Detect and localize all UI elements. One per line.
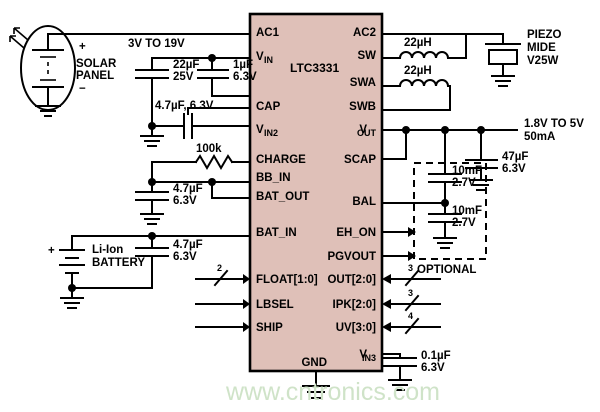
output-arrow-pgvout bbox=[381, 251, 416, 261]
pin-label-bat-in: BAT_IN bbox=[256, 227, 297, 239]
inductor-2-value: 22µH bbox=[404, 65, 432, 77]
cap-22uf-rating: 25V bbox=[173, 71, 194, 83]
svg-text:V: V bbox=[359, 349, 367, 361]
piezo-symbol bbox=[485, 43, 521, 87]
solar-panel-symbol bbox=[9, 25, 76, 117]
cap-batin-value: 4.7µF bbox=[173, 239, 203, 251]
battery-plus: + bbox=[48, 245, 55, 257]
pin-label-sw: SW bbox=[357, 50, 376, 62]
pin-label-swb: SWB bbox=[349, 101, 376, 113]
pin-label-lbsel: LBSEL bbox=[256, 299, 294, 311]
cap-out-value: 47µF bbox=[502, 151, 528, 163]
cap-1uf-value: 1µF bbox=[233, 59, 253, 71]
ground-symbol-ic bbox=[302, 370, 330, 399]
pin-label-out: OUT[2:0] bbox=[327, 274, 376, 286]
pin-label-ac1: AC1 bbox=[256, 27, 280, 39]
cap-bbin-rating: 6.3V bbox=[173, 195, 197, 207]
battery-symbol bbox=[59, 249, 85, 289]
input-arrow-ipk bbox=[382, 294, 441, 312]
pin-label-scap: SCAP bbox=[344, 154, 376, 166]
svg-text:V: V bbox=[359, 124, 367, 136]
cap-bbin-value: 4.7µF bbox=[173, 183, 203, 195]
input-arrow-lbsel bbox=[195, 299, 250, 309]
cap-22uf-value: 22µF bbox=[173, 59, 199, 71]
cap-vin3-rating: 6.3V bbox=[421, 362, 445, 374]
inductor-swa bbox=[381, 79, 451, 111]
output-range-1: 1.8V TO 5V bbox=[524, 118, 584, 130]
pin-label-bb-in: BB_IN bbox=[256, 172, 291, 184]
bus-width-uv: 4 bbox=[408, 311, 413, 321]
capacitor-batin bbox=[135, 235, 169, 289]
output-range-2: 50mA bbox=[524, 131, 555, 143]
capacitor-bbin bbox=[135, 181, 169, 225]
optional-block-label: OPTIONAL bbox=[417, 264, 476, 276]
watermark: www.cntronics.com bbox=[225, 378, 440, 406]
svg-text:IN: IN bbox=[264, 55, 273, 65]
cap-batin-rating: 6.3V bbox=[173, 251, 197, 263]
piezo-label-2: MIDE bbox=[527, 42, 556, 54]
pin-label-ship: SHIP bbox=[256, 322, 283, 334]
ground-symbol-vin bbox=[140, 125, 164, 147]
input-arrow-out bbox=[382, 269, 441, 287]
supercap-2-value: 10mF bbox=[452, 205, 482, 217]
svg-text:V: V bbox=[256, 51, 264, 63]
cap-out-rating: 6.3V bbox=[502, 163, 526, 175]
optional-block-outline bbox=[413, 162, 487, 260]
capacitor-1uf bbox=[197, 57, 251, 97]
ic-body bbox=[248, 12, 384, 373]
capacitor-vin3 bbox=[381, 353, 417, 391]
bus-width-out: 3 bbox=[408, 263, 413, 273]
input-arrow-uv bbox=[382, 317, 441, 335]
svg-text:V: V bbox=[256, 124, 264, 136]
pin-label-uv: UV[3:0] bbox=[336, 322, 376, 334]
cap-cap-value: 4.7µF, 6.3V bbox=[155, 100, 214, 112]
supercap-2-rating: 2.7V bbox=[452, 217, 476, 229]
battery-label-1: Li-Ion bbox=[92, 244, 123, 256]
input-arrow-ship bbox=[195, 322, 250, 332]
output-arrow-eh-on bbox=[381, 227, 416, 237]
capacitor-22uf bbox=[135, 57, 169, 111]
ic-part-number: LTC3331 bbox=[290, 61, 339, 75]
svg-text:OUT: OUT bbox=[357, 128, 377, 138]
bus-width-ipk: 3 bbox=[408, 288, 413, 298]
pin-label-pgvout: PGVOUT bbox=[327, 251, 376, 263]
capacitor-cap-pin bbox=[151, 113, 251, 139]
solar-panel-minus: − bbox=[79, 83, 86, 95]
cap-1uf-rating: 6.3V bbox=[233, 71, 257, 83]
pin-label-bat-out: BAT_OUT bbox=[256, 191, 309, 203]
input-arrow-float bbox=[195, 269, 250, 287]
resistor-100k-label: 100k bbox=[196, 143, 222, 155]
input-voltage-range: 3V TO 19V bbox=[128, 38, 185, 50]
piezo-label-3: V25W bbox=[527, 55, 558, 67]
ground-symbol-battery bbox=[60, 287, 84, 309]
pin-label-ipk: IPK[2:0] bbox=[333, 299, 377, 311]
pin-label-cap: CAP bbox=[256, 101, 281, 113]
pin-label-vout: V OUT bbox=[357, 124, 377, 138]
pin-label-swa: SWA bbox=[350, 77, 376, 89]
svg-text:IN3: IN3 bbox=[362, 353, 376, 363]
resistor-100k bbox=[151, 154, 251, 170]
solar-panel-plus: + bbox=[79, 41, 86, 53]
bus-width-float: 2 bbox=[217, 263, 222, 273]
pin-label-vin3: V IN3 bbox=[359, 349, 376, 363]
cap-vin3-value: 0.1µF bbox=[421, 350, 451, 362]
svg-text:IN2: IN2 bbox=[264, 128, 278, 138]
pin-label-ac2: AC2 bbox=[353, 27, 376, 39]
piezo-label-1: PIEZO bbox=[527, 29, 562, 41]
supercap-2 bbox=[428, 202, 462, 249]
solar-panel-label-1: SOLAR bbox=[76, 58, 117, 70]
battery-label-2: BATTERY bbox=[92, 257, 145, 269]
pin-label-vin2: V IN2 bbox=[256, 124, 278, 138]
pin-label-gnd: GND bbox=[301, 357, 327, 369]
pin-label-vin: V IN bbox=[256, 51, 273, 65]
pin-label-float: FLOAT[1:0] bbox=[256, 274, 318, 286]
solar-panel-label-2: PANEL bbox=[76, 70, 114, 82]
pin-label-bal: BAL bbox=[352, 196, 376, 208]
pin-label-eh-on: EH_ON bbox=[336, 227, 376, 239]
capacitor-output-47uf bbox=[465, 129, 498, 191]
pin-label-charge: CHARGE bbox=[256, 154, 306, 166]
supercap-1-value: 10mF bbox=[452, 165, 482, 177]
inductor-1-value: 22µH bbox=[404, 37, 432, 49]
supercap-1-rating: 2.7V bbox=[452, 177, 476, 189]
